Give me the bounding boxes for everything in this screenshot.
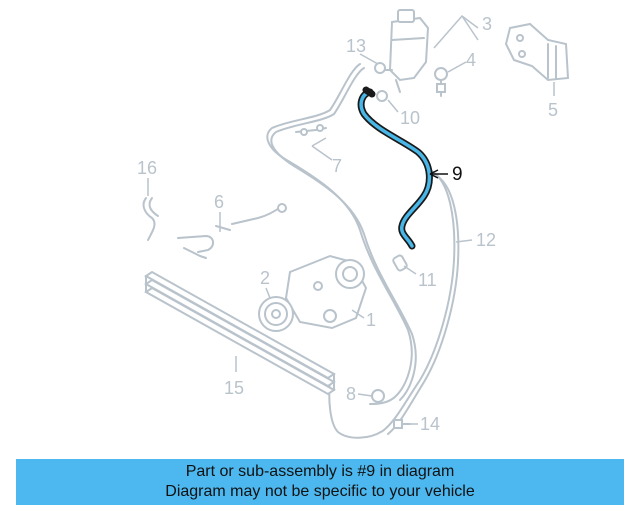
sensor-part xyxy=(434,67,448,97)
clamp-part-10 xyxy=(376,90,388,102)
leader-line-11 xyxy=(403,265,417,275)
clamp-part-11 xyxy=(392,254,408,272)
hose-part-16 xyxy=(142,197,159,241)
leader-line-3b xyxy=(461,15,479,41)
leader-line-3 xyxy=(433,14,479,49)
fitting-part-14 xyxy=(393,419,403,429)
reservoir-part xyxy=(379,9,430,93)
callout-2: 2 xyxy=(260,268,270,288)
line-part-6 xyxy=(177,203,287,259)
leader-arrow-9 xyxy=(429,169,439,179)
callout-8: 8 xyxy=(346,384,356,404)
callout-10: 10 xyxy=(400,108,420,128)
clamp-part-13 xyxy=(374,62,386,74)
leader-line-10 xyxy=(387,99,399,113)
callout-13: 13 xyxy=(346,36,366,56)
leader-line-2 xyxy=(265,287,271,299)
clamp-part-8 xyxy=(371,389,385,403)
parts-diagram: 3 4 5 13 10 7 9 12 11 16 6 2 1 15 8 14 xyxy=(137,9,570,439)
callout-7: 7 xyxy=(332,156,342,176)
leader-line-12 xyxy=(455,239,473,243)
highlighted-hose-part-9 xyxy=(357,86,433,250)
leader-line-13 xyxy=(359,53,379,65)
pump-part xyxy=(284,254,368,330)
leader-line-8 xyxy=(357,393,373,397)
callout-3: 3 xyxy=(482,14,492,34)
pulley-part xyxy=(258,296,294,332)
leader-line-4 xyxy=(447,61,467,73)
leader-line-7b xyxy=(311,137,327,147)
cooler-part xyxy=(144,270,336,396)
leader-line-1 xyxy=(351,309,365,319)
callout-16: 16 xyxy=(137,158,157,178)
callout-5: 5 xyxy=(548,100,558,120)
callout-4: 4 xyxy=(466,50,476,70)
callout-9: 9 xyxy=(452,164,463,185)
callout-14: 14 xyxy=(420,414,440,434)
info-banner: Part or sub-assembly is #9 in diagram Di… xyxy=(16,459,624,505)
leader-line-7 xyxy=(311,145,333,161)
callout-11: 11 xyxy=(418,270,437,290)
bracket-part xyxy=(504,22,570,82)
banner-line-2: Diagram may not be specific to your vehi… xyxy=(165,483,475,500)
callout-1: 1 xyxy=(366,310,376,330)
return-line-part xyxy=(266,63,417,405)
callout-12: 12 xyxy=(476,230,496,250)
callout-6: 6 xyxy=(214,192,224,212)
banner-line-1: Part or sub-assembly is #9 in diagram xyxy=(185,463,455,480)
callout-15: 15 xyxy=(224,378,244,398)
